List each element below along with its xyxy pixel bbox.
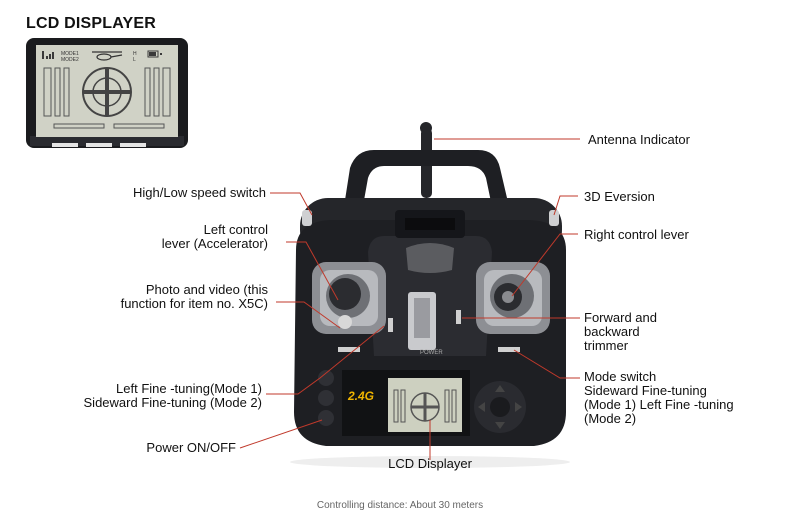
photo-video-switch[interactable]: [388, 318, 393, 332]
label-mode-line4: (Mode 2): [584, 411, 637, 426]
badge-2-4g: 2.4G: [347, 389, 374, 403]
lcd-mode1-text: MODE1: [61, 51, 79, 57]
label-lcd-displayer: LCD Displayer: [388, 456, 472, 471]
helicopter-icon: [92, 51, 123, 61]
lcd-l-text: L: [133, 57, 136, 63]
left-trim-bar[interactable]: [338, 347, 360, 352]
label-speed-switch: High/Low speed switch: [133, 185, 266, 200]
label-left-lever-line1: Left control: [203, 222, 268, 237]
lcd-displayer-title: LCD DISPLAYER: [26, 15, 157, 32]
lcd-mode2-text: MODE2: [61, 57, 79, 63]
label-left-lever-line2: lever (Accelerator): [161, 236, 268, 251]
label-mode-line3: (Mode 1) Left Fine -tuning: [584, 397, 734, 412]
label-antenna: Antenna Indicator: [588, 132, 690, 147]
left-buttons[interactable]: [318, 370, 334, 426]
callout-lines: [239, 138, 580, 460]
speed-switch[interactable]: [302, 210, 312, 226]
label-trimmer-line2: backward: [584, 324, 640, 339]
label-trimmer-line3: trimmer: [584, 338, 629, 353]
label-left-fine-line1: Left Fine -tuning(Mode 1): [116, 381, 262, 396]
mode-switch[interactable]: [498, 347, 520, 352]
trim-switch[interactable]: [456, 310, 461, 324]
lcd-inset: MODE1 MODE2 H L: [26, 38, 188, 148]
label-left-fine-line2: Sideward Fine-tuning (Mode 2): [83, 395, 262, 410]
controller-body: POWER: [290, 122, 570, 468]
lcd-crosshair-icon: [82, 67, 132, 117]
label-photo-line1: Photo and video (this: [145, 282, 268, 297]
label-mode-line2: Sideward Fine-tuning: [584, 383, 707, 398]
power-text: POWER: [420, 350, 443, 356]
label-mode-line1: Mode switch: [584, 369, 657, 384]
label-right-lever: Right control lever: [584, 227, 689, 242]
label-power: Power ON/OFF: [146, 440, 236, 455]
eversion-button[interactable]: [549, 210, 559, 226]
left-stick[interactable]: [329, 278, 361, 310]
label-photo-line2: function for item no. X5C): [120, 296, 268, 311]
lcd-h-text: H: [133, 51, 137, 57]
caption: Controlling distance: About 30 meters: [316, 500, 484, 511]
label-trimmer-line1: Forward and: [584, 310, 657, 325]
label-3d-eversion: 3D Eversion: [584, 189, 655, 204]
